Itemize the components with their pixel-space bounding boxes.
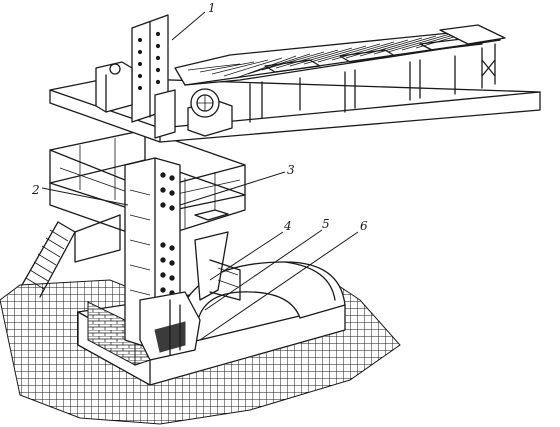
callout-1: 1	[208, 1, 216, 15]
leader-6	[199, 231, 359, 341]
drive-unit	[187, 88, 233, 137]
leader-5	[204, 229, 323, 311]
callout-3: 3	[287, 163, 295, 177]
leader-2	[41, 187, 129, 206]
leader-lines	[41, 11, 359, 341]
leader-3	[179, 171, 286, 206]
callout-2: 2	[31, 183, 40, 197]
drawing-machine	[95, 14, 176, 139]
leader-1	[171, 11, 206, 41]
callout-4: 4	[283, 219, 292, 233]
callout-6: 6	[360, 219, 368, 233]
staircase	[21, 214, 121, 298]
central-column	[124, 157, 201, 361]
callout-5: 5	[322, 217, 330, 231]
leader-4	[209, 231, 284, 281]
roller-conveyor	[174, 24, 506, 123]
